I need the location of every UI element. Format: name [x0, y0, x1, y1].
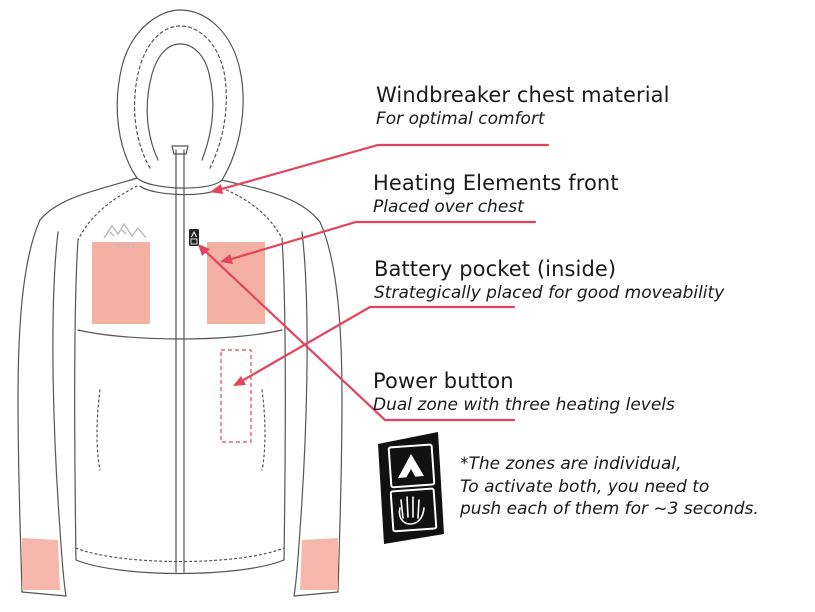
wrist-heating-right	[300, 538, 338, 590]
callout-windbreaker: Windbreaker chest material For optimal c…	[376, 82, 670, 130]
callout-title: Battery pocket (inside)	[374, 257, 617, 281]
hem	[75, 559, 285, 575]
callout-subtitle: For optimal comfort	[376, 109, 545, 129]
hood-outline	[116, 9, 244, 181]
note-line-3: push each of them for ~3 seconds.	[460, 499, 759, 519]
mountain-zone-icon	[398, 454, 424, 478]
arrowhead-heating	[220, 254, 233, 264]
arrowhead-windbreaker	[210, 184, 223, 194]
heating-zone-right	[207, 242, 265, 324]
callout-title: Windbreaker chest material	[376, 83, 670, 107]
body-right	[281, 237, 286, 561]
leader-lines	[202, 143, 550, 422]
leader-arrowheads	[198, 184, 246, 386]
note-line-1: *The zones are individual,	[460, 454, 682, 474]
arrowhead-battery	[233, 376, 246, 386]
leader-battery	[238, 305, 516, 384]
wrist-heating-left	[22, 538, 60, 590]
heating-zone-left	[92, 242, 150, 324]
heating-elements	[22, 242, 338, 590]
leader-windbreaker	[216, 143, 550, 192]
sleeve-left	[17, 219, 41, 593]
jacket-outline	[17, 9, 343, 597]
shoulder-right	[221, 179, 321, 223]
callout-subtitle: Dual zone with three heating levels	[373, 395, 675, 415]
callout-power-button: Power button Dual zone with three heatin…	[373, 368, 675, 416]
hood-inner	[133, 25, 227, 169]
zones-note: *The zones are individual, To activate b…	[460, 453, 759, 521]
leader-power	[202, 248, 516, 422]
power-button-small-icon	[189, 229, 199, 246]
callout-title: Heating Elements front	[373, 171, 619, 195]
callout-title: Power button	[373, 369, 514, 393]
note-line-2: To activate both, you need to	[460, 476, 710, 497]
hand-zone-icon	[398, 496, 425, 525]
callout-subtitle: Strategically placed for good moveabilit…	[374, 283, 725, 303]
battery-pocket	[220, 349, 252, 443]
arrowhead-power	[198, 244, 210, 256]
logo-text: HEATX	[114, 243, 136, 250]
callout-heating-elements: Heating Elements front Placed over chest	[373, 170, 619, 218]
chest-logo: HEATX	[103, 222, 147, 250]
leader-heating	[226, 220, 537, 262]
body-left	[74, 239, 79, 561]
shoulder-left	[39, 177, 138, 221]
power-button-icon	[378, 432, 444, 544]
sleeve-right	[319, 221, 343, 593]
callout-battery-pocket: Battery pocket (inside) Strategically pl…	[374, 256, 724, 304]
callout-subtitle: Placed over chest	[373, 197, 524, 217]
